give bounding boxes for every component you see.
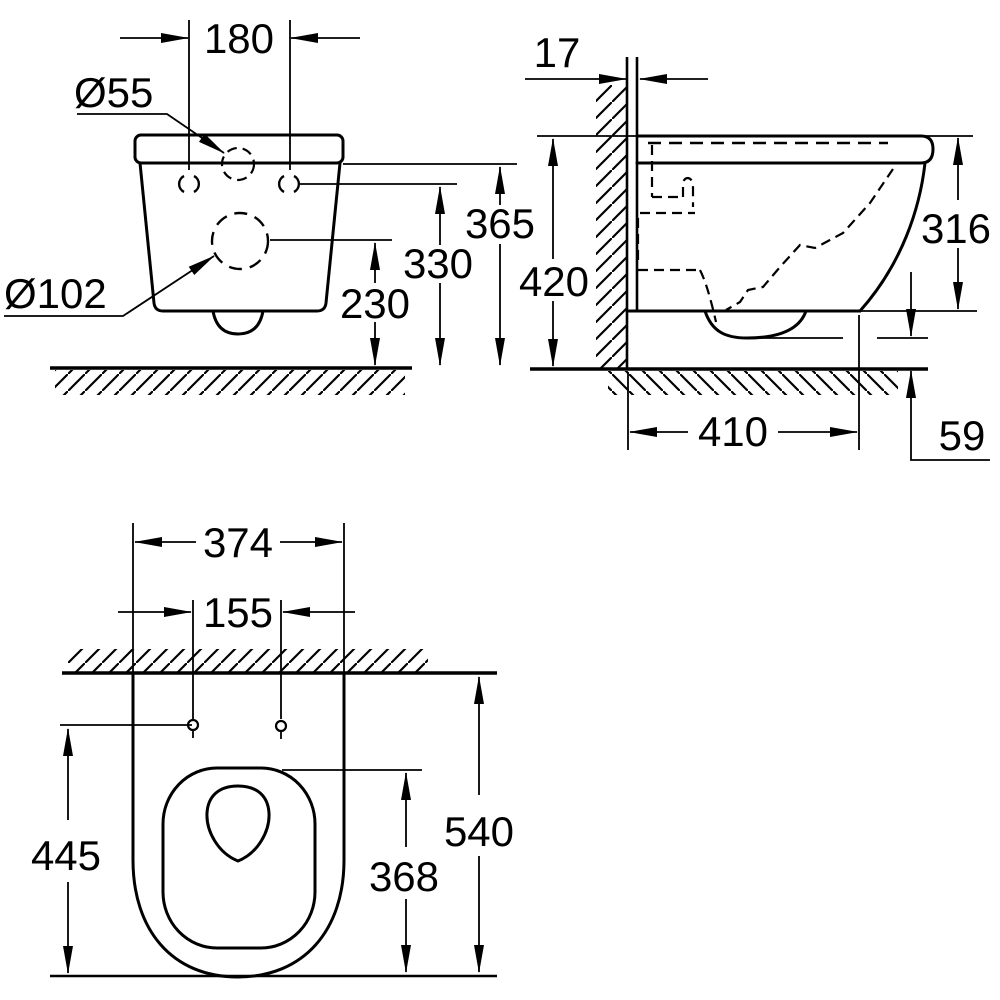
front-flush-hole-circle xyxy=(220,146,256,182)
side-wall-hatching xyxy=(596,85,627,369)
plan-outer-outline xyxy=(131,671,346,979)
dim-seat-front-depth: 368 xyxy=(282,769,439,973)
dim-label-445: 445 xyxy=(31,832,101,879)
dim-label-17: 17 xyxy=(534,29,581,76)
side-floor-hatching xyxy=(608,371,898,395)
side-floor xyxy=(530,367,928,395)
dim-label-540: 540 xyxy=(444,808,514,855)
plan-wall xyxy=(62,649,497,675)
front-toilet-outline xyxy=(133,133,345,336)
dim-rim-height: 365 xyxy=(465,166,535,366)
front-view: 180 Ø55 Ø102 365 330 xyxy=(4,15,589,395)
dim-label-420: 420 xyxy=(519,258,589,305)
dim-label-180: 180 xyxy=(204,15,274,62)
front-floor-hatching xyxy=(55,370,405,395)
side-inner-bowl-dashed xyxy=(725,168,894,311)
plan-mounting-hole-right xyxy=(274,719,288,733)
dim-label-o55: Ø55 xyxy=(74,69,153,116)
dim-front-height: 316 xyxy=(860,137,991,312)
dim-hole-depth: 445 xyxy=(31,724,192,974)
dim-label-59: 59 xyxy=(939,412,986,459)
dim-hole-spacing-plan: 155 xyxy=(118,589,355,739)
front-mounting-hole-left xyxy=(177,174,201,194)
dim-label-230: 230 xyxy=(340,280,410,327)
dim-label-365: 365 xyxy=(465,200,535,247)
dim-label-155: 155 xyxy=(203,589,273,636)
side-seat-profile xyxy=(635,134,935,165)
dim-wall-thickness: 17 xyxy=(525,29,708,84)
side-view: 17 xyxy=(525,29,991,461)
dim-outlet-dia: Ø102 xyxy=(4,255,215,317)
dim-bottom-clearance: 59 xyxy=(745,272,990,461)
side-wall xyxy=(596,57,639,369)
front-mounting-hole-right xyxy=(277,174,301,194)
side-toilet-outline xyxy=(625,134,935,340)
plan-seat-ring xyxy=(161,766,317,950)
front-floor xyxy=(50,366,412,395)
dim-outlet-height: 230 xyxy=(340,242,410,366)
plan-toilet-outline xyxy=(131,671,346,979)
front-trap-bump xyxy=(211,309,265,336)
front-outlet-circle xyxy=(210,211,270,271)
dim-label-410: 410 xyxy=(698,408,768,455)
dim-label-374: 374 xyxy=(203,519,273,566)
side-bowl-underside-curve xyxy=(703,309,808,340)
dim-flush-hole-dia: Ø55 xyxy=(74,69,225,154)
dim-label-330: 330 xyxy=(403,240,473,287)
dim-depth: 410 xyxy=(627,315,860,455)
dim-label-316: 316 xyxy=(921,205,991,252)
dim-label-o102: Ø102 xyxy=(4,270,107,317)
plan-wall-hatching xyxy=(68,649,428,673)
dim-width: 374 xyxy=(132,519,345,672)
side-bowl-front-curve xyxy=(858,161,927,313)
dim-total-depth: 540 xyxy=(444,676,514,973)
side-flush-channel-dashed xyxy=(636,145,718,323)
front-bowl-body xyxy=(138,161,342,313)
dim-hole-spacing-front: 180 xyxy=(120,15,360,170)
dim-hole-height: 330 xyxy=(403,186,473,366)
dim-label-368: 368 xyxy=(369,853,439,900)
plan-view: 374 155 445 368 540 xyxy=(31,519,514,979)
dim-total-height: 420 xyxy=(519,138,589,367)
front-rim-cap xyxy=(133,133,345,165)
plan-inner-opening xyxy=(205,784,271,863)
